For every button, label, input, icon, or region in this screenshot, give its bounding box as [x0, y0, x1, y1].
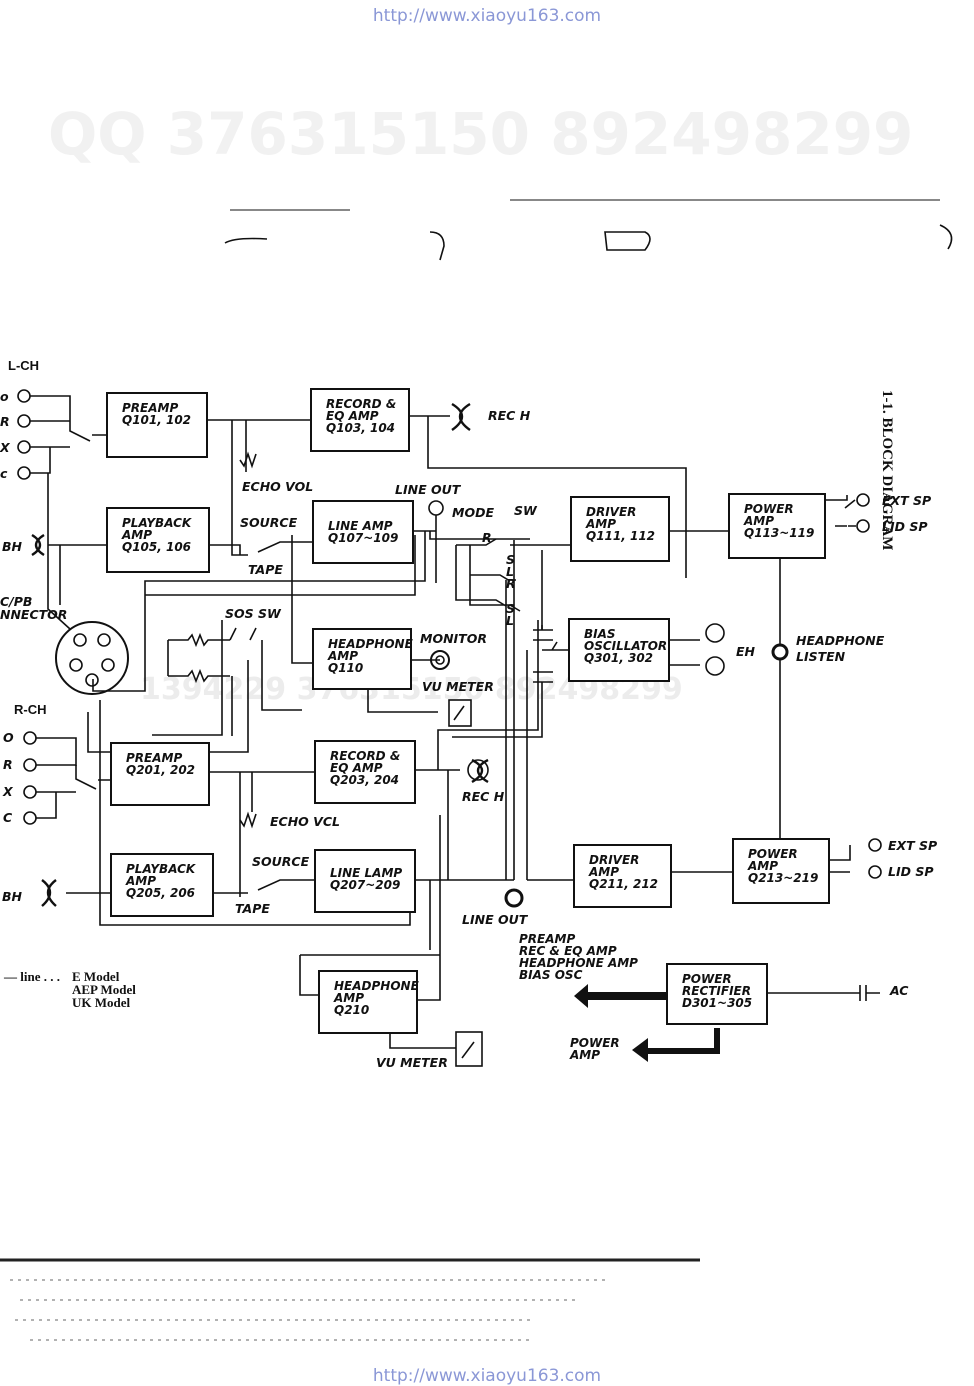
- input-letter-r-4: C: [3, 810, 13, 825]
- monitor-label: MONITOR: [420, 631, 487, 646]
- rec-head-l-label: REC H: [488, 408, 531, 423]
- footer-url[interactable]: http://www.xiaoyu163.com: [372, 1366, 602, 1386]
- vu-meter-l-label: VU METER: [422, 679, 494, 694]
- sos-sw-label: SOS SW: [225, 606, 281, 621]
- echo-vol-r-label: ECHO VCL: [270, 814, 340, 829]
- header-url[interactable]: http://www.xiaoyu163.com: [372, 6, 602, 26]
- lid-sp-l-label: LID SP: [882, 519, 928, 534]
- input-letter-l-1: o: [0, 389, 9, 404]
- input-letter-l-4: c: [0, 466, 8, 481]
- mode-l1-label: L: [506, 564, 514, 579]
- eh-label: EH: [736, 644, 756, 659]
- l-ch-label: L-CH: [8, 358, 40, 373]
- mode-r2-label: R: [506, 576, 516, 591]
- ac-label: AC: [890, 983, 909, 998]
- line-out-l-label: LINE OUT: [395, 482, 461, 497]
- r-ch-label: R-CH: [14, 702, 47, 717]
- input-letter-r-1: O: [3, 730, 14, 745]
- ext-sp-r-label: EXT SP: [888, 838, 938, 853]
- tape-l-label: TAPE: [248, 562, 283, 577]
- mode-l2-label: L: [506, 613, 514, 628]
- input-letter-l-3: X: [0, 440, 10, 455]
- tape-r-label: TAPE: [235, 901, 270, 916]
- watermark: QQ 376315150 892498299: [48, 100, 914, 168]
- ext-sp-l-label: EXT SP: [882, 493, 932, 508]
- vu-meter-r-label: VU METER: [376, 1055, 448, 1070]
- input-letter-r-2: R: [3, 757, 13, 772]
- input-letter-l-2: R: [0, 414, 10, 429]
- bh-r-label: BH: [2, 889, 22, 904]
- source-r-label: SOURCE: [252, 854, 310, 869]
- rec-head-r-label: REC H: [462, 789, 505, 804]
- echo-vol-l-label: ECHO VOL: [242, 479, 314, 494]
- bh-l-label: BH: [2, 539, 22, 554]
- input-letter-r-3: X: [3, 784, 13, 799]
- mode-r-label: R: [482, 530, 492, 545]
- source-l-label: SOURCE: [240, 515, 298, 530]
- mode-label: MODE: [452, 505, 494, 520]
- lid-sp-r-label: LID SP: [888, 864, 934, 879]
- legend-line: — line . . .: [4, 969, 60, 984]
- mode-s1-label: S: [506, 552, 516, 567]
- mode-s2-label: S: [506, 601, 516, 616]
- line-out-r-label: LINE OUT: [462, 912, 528, 927]
- sw-label: SW: [514, 503, 537, 518]
